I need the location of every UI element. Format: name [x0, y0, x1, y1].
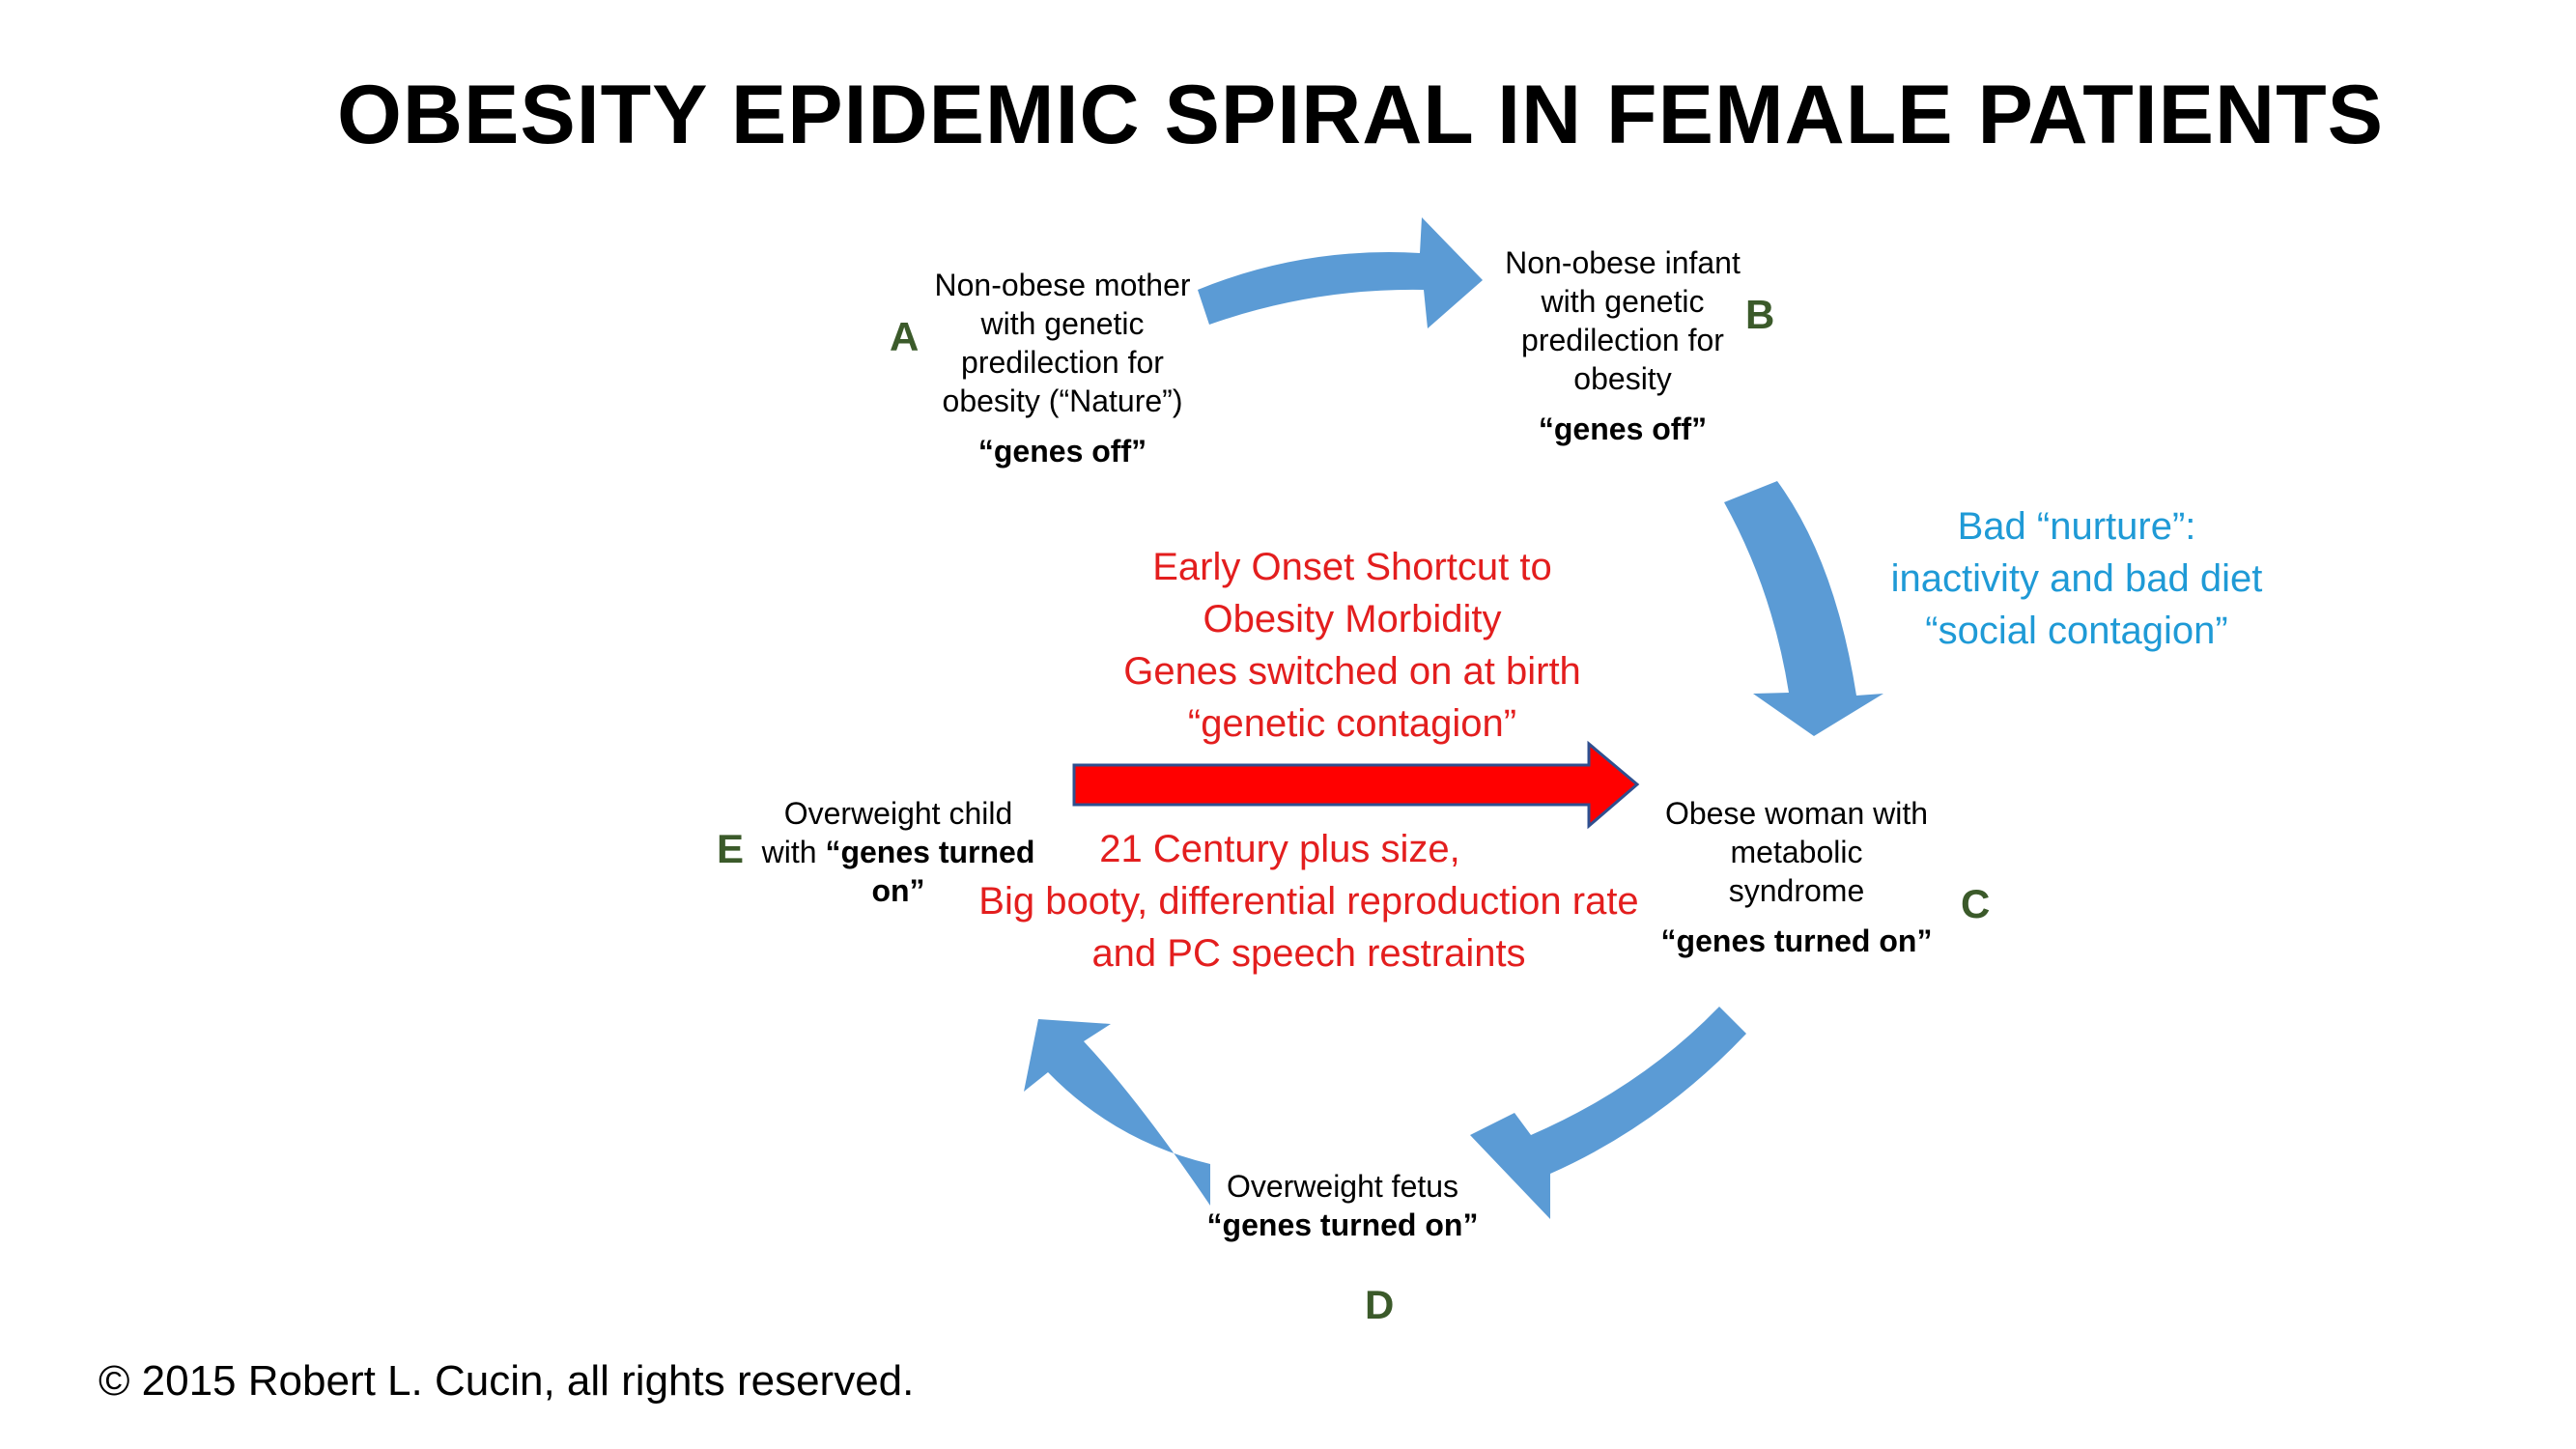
- century-line: 21 Century plus size,: [1099, 828, 1460, 870]
- nurture-line: “social contagion”: [1925, 610, 2228, 652]
- node-e-line: on”: [744, 871, 1053, 910]
- node-b-text: Non-obese infant with genetic predilecti…: [1468, 243, 1777, 448]
- node-d-text: Overweight fetus “genes turned on”: [1159, 1167, 1526, 1244]
- copyright-notice: © 2015 Robert L. Cucin, all rights reser…: [99, 1357, 915, 1405]
- letter-d: D: [1365, 1282, 1395, 1327]
- node-d-line: Overweight fetus: [1226, 1169, 1459, 1204]
- nurture-line: Bad “nurture”:: [1957, 505, 2196, 548]
- node-b-line: obesity: [1573, 361, 1672, 396]
- shortcut-line: Early Onset Shortcut to: [1152, 546, 1552, 588]
- node-d-genes: “genes turned on”: [1206, 1208, 1479, 1242]
- arrow-c-to-d: [1470, 1007, 1746, 1219]
- node-a-text: Non-obese mother with genetic predilecti…: [898, 266, 1227, 470]
- node-a-line: Non-obese mother: [934, 268, 1191, 302]
- node-b-genes: “genes off”: [1538, 412, 1708, 446]
- node-c-text: Obese woman with metabolic syndrome “gen…: [1642, 794, 1951, 960]
- letter-a: A: [890, 314, 920, 359]
- node-c-line: Obese woman with: [1664, 796, 1929, 831]
- arrow-b-to-c: [1724, 481, 1883, 736]
- nurture-line: inactivity and bad diet: [1890, 557, 2263, 600]
- page-title: OBESITY EPIDEMIC SPIRAL IN FEMALE PATIEN…: [337, 69, 2384, 161]
- arrow-d-to-e: [1024, 1019, 1210, 1206]
- node-b-line: Non-obese infant: [1505, 245, 1741, 280]
- node-e-text: Overweight child with “genes turned on”: [744, 794, 1053, 910]
- shortcut-text: Early Onset Shortcut to Obesity Morbidit…: [1062, 541, 1642, 750]
- node-e-genes-end: on”: [871, 873, 925, 908]
- node-c-line: metabolic: [1730, 835, 1863, 869]
- century-text: 21 Century plus size, Big booty, differe…: [942, 823, 1676, 980]
- node-e-genes: “genes turned: [825, 835, 1035, 869]
- node-a-line: with genetic: [980, 306, 1145, 341]
- node-b-line: predilection for: [1521, 323, 1724, 357]
- century-line: and PC speech restraints: [1091, 932, 1526, 975]
- arrow-a-to-b: [1198, 217, 1483, 328]
- century-line: Big booty, differential reproduction rat…: [978, 880, 1639, 923]
- letter-c: C: [1961, 881, 1991, 926]
- shortcut-line: “genetic contagion”: [1187, 702, 1517, 745]
- node-b-line: with genetic: [1541, 284, 1705, 319]
- shortcut-arrow: [1072, 740, 1640, 830]
- shortcut-line: Genes switched on at birth: [1123, 650, 1581, 693]
- shortcut-line: Obesity Morbidity: [1203, 598, 1502, 640]
- node-a-line: obesity (“Nature”): [942, 384, 1183, 418]
- letter-e: E: [717, 826, 745, 871]
- nurture-text: Bad “nurture”: inactivity and bad diet “…: [1835, 500, 2318, 657]
- node-a-genes: “genes off”: [977, 434, 1147, 469]
- node-e-line: Overweight child: [783, 796, 1013, 831]
- node-c-genes: “genes turned on”: [1660, 923, 1933, 958]
- node-e-line: with “genes turned: [744, 833, 1053, 871]
- node-e-prefix: with: [761, 835, 826, 869]
- node-c-line: syndrome: [1728, 873, 1865, 908]
- letter-b: B: [1745, 292, 1775, 337]
- node-a-line: predilection for: [961, 345, 1164, 380]
